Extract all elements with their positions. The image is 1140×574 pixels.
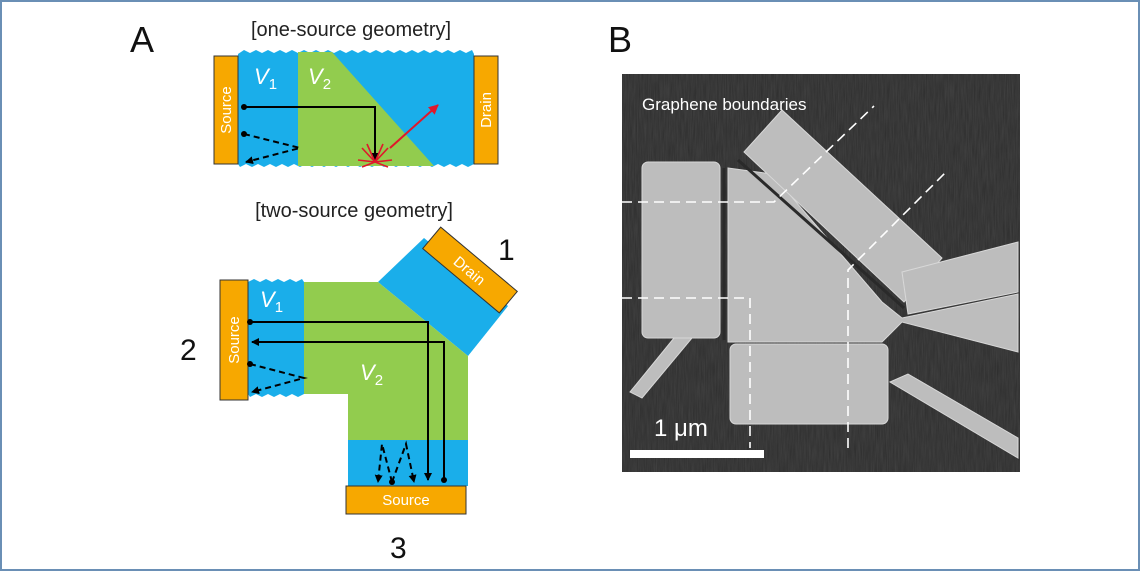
scale-bar (630, 450, 764, 458)
flake-left-rect (641, 161, 721, 339)
two-source-left-source-electrode (219, 279, 249, 401)
lead-lower-right (888, 373, 1019, 459)
two-source-v1-label: V1 (260, 287, 283, 316)
panel-a-letter: A (130, 19, 154, 60)
one-source-title: [one-source geometry] (251, 19, 451, 41)
afm-image: Graphene boundaries 1 μm (622, 74, 1020, 472)
two-source-v2-label: V2 (360, 360, 383, 389)
one-source-scattering-burst (357, 143, 393, 168)
panel-a: A [one-source geometry] Source Drain V1 … (130, 19, 519, 565)
one-source-solid-trajectory (244, 106, 379, 161)
two-source-left-source-label: Source (226, 316, 243, 364)
one-source-v2-region (298, 52, 434, 166)
graphene-boundary-lines (622, 105, 949, 448)
one-source-drain-label: Drain (478, 92, 495, 128)
panel-b-letter: B (608, 19, 632, 60)
two-source-bottom-source-electrode (345, 485, 467, 515)
terminal-2-label: 2 (180, 334, 197, 367)
flake-right-strip (901, 241, 1019, 315)
flake-bottom-rect (729, 343, 889, 425)
one-source-dashed-trajectory (243, 133, 301, 165)
panel-b: B (608, 19, 1020, 472)
one-source-source-electrode (213, 55, 239, 165)
one-source-v2-label: V2 (308, 64, 331, 93)
afm-gaps (722, 158, 905, 340)
left-dashed-trajectory (249, 363, 308, 395)
one-source-source-label: Source (218, 86, 235, 134)
two-source-drain-arm (378, 238, 508, 356)
scale-bar-label: 1 μm (654, 415, 708, 442)
two-source-title: [two-source geometry] (255, 200, 453, 222)
two-source-bottom-source-label: Source (382, 492, 430, 509)
bottom-injection-point-right (441, 477, 447, 483)
two-source-diagram: [two-source geometry] Drain Source Sourc… (180, 200, 519, 565)
lead-lower-left (629, 337, 694, 399)
bottom-dashed-trajectory-right (391, 440, 417, 483)
flake-diagonal (743, 109, 943, 303)
one-source-red-arrow (389, 104, 439, 149)
one-source-drain-electrode (473, 55, 499, 165)
graphene-boundaries-label: Graphene boundaries (642, 95, 806, 114)
left-trajectory-upper (250, 321, 432, 481)
terminal-3-label: 3 (390, 532, 407, 565)
terminal-1-label: 1 (498, 234, 515, 267)
one-source-diagram: [one-source geometry] Source Drain V1 V2 (213, 19, 499, 168)
one-source-v1-label: V1 (254, 64, 277, 93)
two-source-bottom-region (348, 440, 468, 486)
bottom-dashed-trajectory-left (374, 443, 393, 483)
bottom-to-left-trajectory (251, 338, 445, 480)
